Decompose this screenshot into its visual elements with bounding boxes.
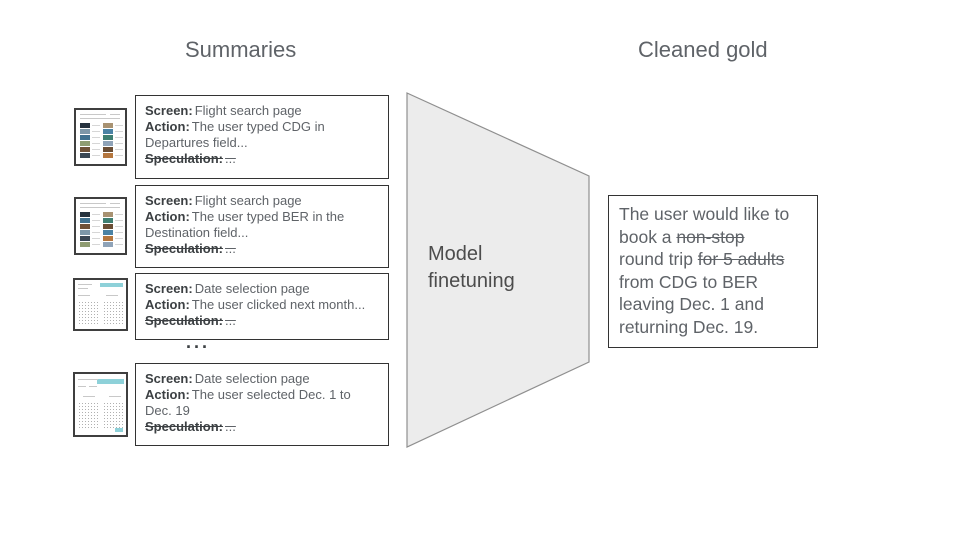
summary-card-4: Screen:Date selection page Action:The us… xyxy=(135,363,389,446)
gold-text: The user would like to xyxy=(619,204,790,224)
action-line: Action:The user typed CDG in Departures … xyxy=(145,119,325,150)
summary-card-3: Screen:Date selection page Action:The us… xyxy=(135,273,389,340)
speculation-line: Speculation:... xyxy=(145,313,236,328)
model-finetuning-label: Model finetuning xyxy=(428,243,515,292)
gold-struck-text: non-stop xyxy=(676,226,745,247)
gold-struck-text: for 5 adults xyxy=(697,249,785,269)
gold-text: book a xyxy=(619,226,677,247)
gold-text: returning Dec. 19. xyxy=(619,316,759,337)
screen-line: Screen:Date selection page xyxy=(145,371,310,386)
date-selection-thumbnail-1 xyxy=(73,278,128,331)
speculation-line: Speculation:... xyxy=(145,419,236,434)
date-selection-thumbnail-2 xyxy=(73,372,128,437)
flight-results-thumbnail-2 xyxy=(74,197,127,255)
gold-text: round trip xyxy=(619,249,698,269)
action-line: Action:The user clicked next month... xyxy=(145,297,366,312)
summaries-title: Summaries xyxy=(185,37,297,62)
screen-line: Screen:Date selection page xyxy=(145,281,310,296)
cleaned-gold-title: Cleaned gold xyxy=(638,37,768,62)
flight-results-thumbnail-1 xyxy=(74,108,127,166)
speculation-line: Speculation:... xyxy=(145,151,236,166)
gold-text: leaving Dec. 1 and xyxy=(619,294,764,314)
more-summaries-ellipsis: ... xyxy=(186,332,211,352)
cleaned-gold-card: The user would like to book a non-stop r… xyxy=(608,195,818,348)
gold-text: from CDG to BER xyxy=(619,271,759,292)
summary-card-1: Screen:Flight search page Action:The use… xyxy=(135,95,389,179)
speculation-line: Speculation:... xyxy=(145,241,236,256)
action-line: Action:The user selected Dec. 1 to Dec. … xyxy=(145,387,351,418)
screen-line: Screen:Flight search page xyxy=(145,103,302,118)
screen-line: Screen:Flight search page xyxy=(145,193,302,208)
action-line: Action:The user typed BER in the Destina… xyxy=(145,209,345,240)
summary-card-2: Screen:Flight search page Action:The use… xyxy=(135,185,389,268)
